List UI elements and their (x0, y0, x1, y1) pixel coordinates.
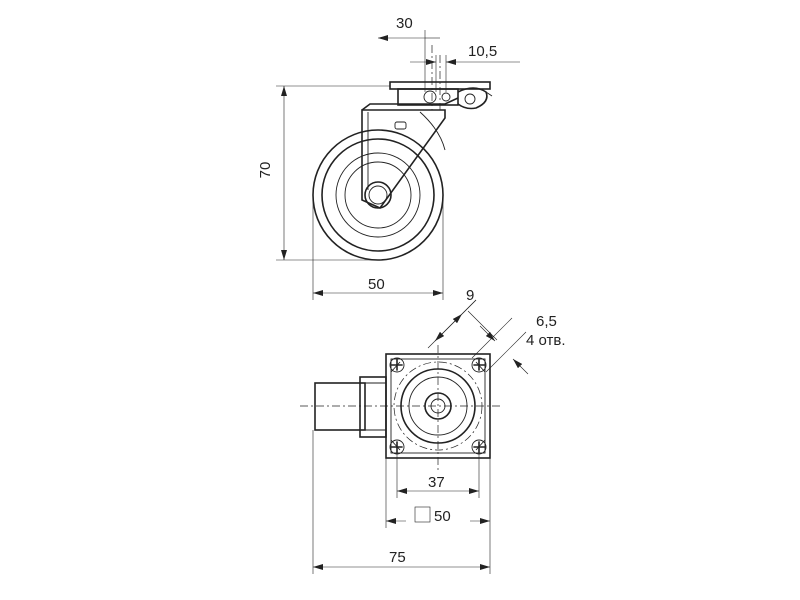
dimension-wheel-diameter-label: 50 (368, 276, 385, 293)
dimension-overall-length: 75 (312, 430, 491, 574)
dimension-plate-offset: 10,5 (410, 43, 520, 92)
wheel (312, 129, 444, 261)
dimension-plate-square: 50 (385, 458, 491, 528)
dimension-hole-count-label: 4 отв. (526, 332, 566, 349)
dimension-top-width-label: 30 (396, 15, 413, 32)
dimension-bolt-diagonal-label: 9 (466, 287, 474, 304)
mounting-holes (389, 357, 487, 455)
wheel-top (314, 376, 387, 438)
dimension-bolt-spacing: 37 (396, 454, 480, 498)
mounting-hole (389, 357, 405, 373)
fork-bracket (361, 109, 446, 209)
dimension-wheel-diameter: 50 (312, 200, 444, 300)
dimension-top-width: 30 (378, 15, 440, 92)
dimension-bolt-diagonal: 9 (427, 287, 498, 349)
dimension-hole-diameter: 6,5 4 отв. (471, 313, 566, 375)
dimension-hole-diameter-label: 6,5 (536, 313, 557, 330)
dimension-plate-offset-label: 10,5 (468, 43, 497, 60)
side-view: 30 10,5 70 50 (257, 15, 520, 300)
mounting-hole (471, 439, 487, 455)
dimension-height: 70 (257, 85, 390, 261)
mounting-hole (471, 357, 487, 373)
mounting-hole (389, 439, 405, 455)
swivel-head (361, 81, 493, 111)
square-icon (414, 506, 431, 523)
dimension-bolt-spacing-label: 37 (428, 474, 445, 491)
dimension-height-label: 70 (257, 162, 274, 179)
dimension-plate-square-label: 50 (434, 508, 451, 525)
dimension-overall-length-label: 75 (389, 549, 406, 566)
top-view: 9 6,5 4 отв. 37 50 (300, 287, 566, 574)
